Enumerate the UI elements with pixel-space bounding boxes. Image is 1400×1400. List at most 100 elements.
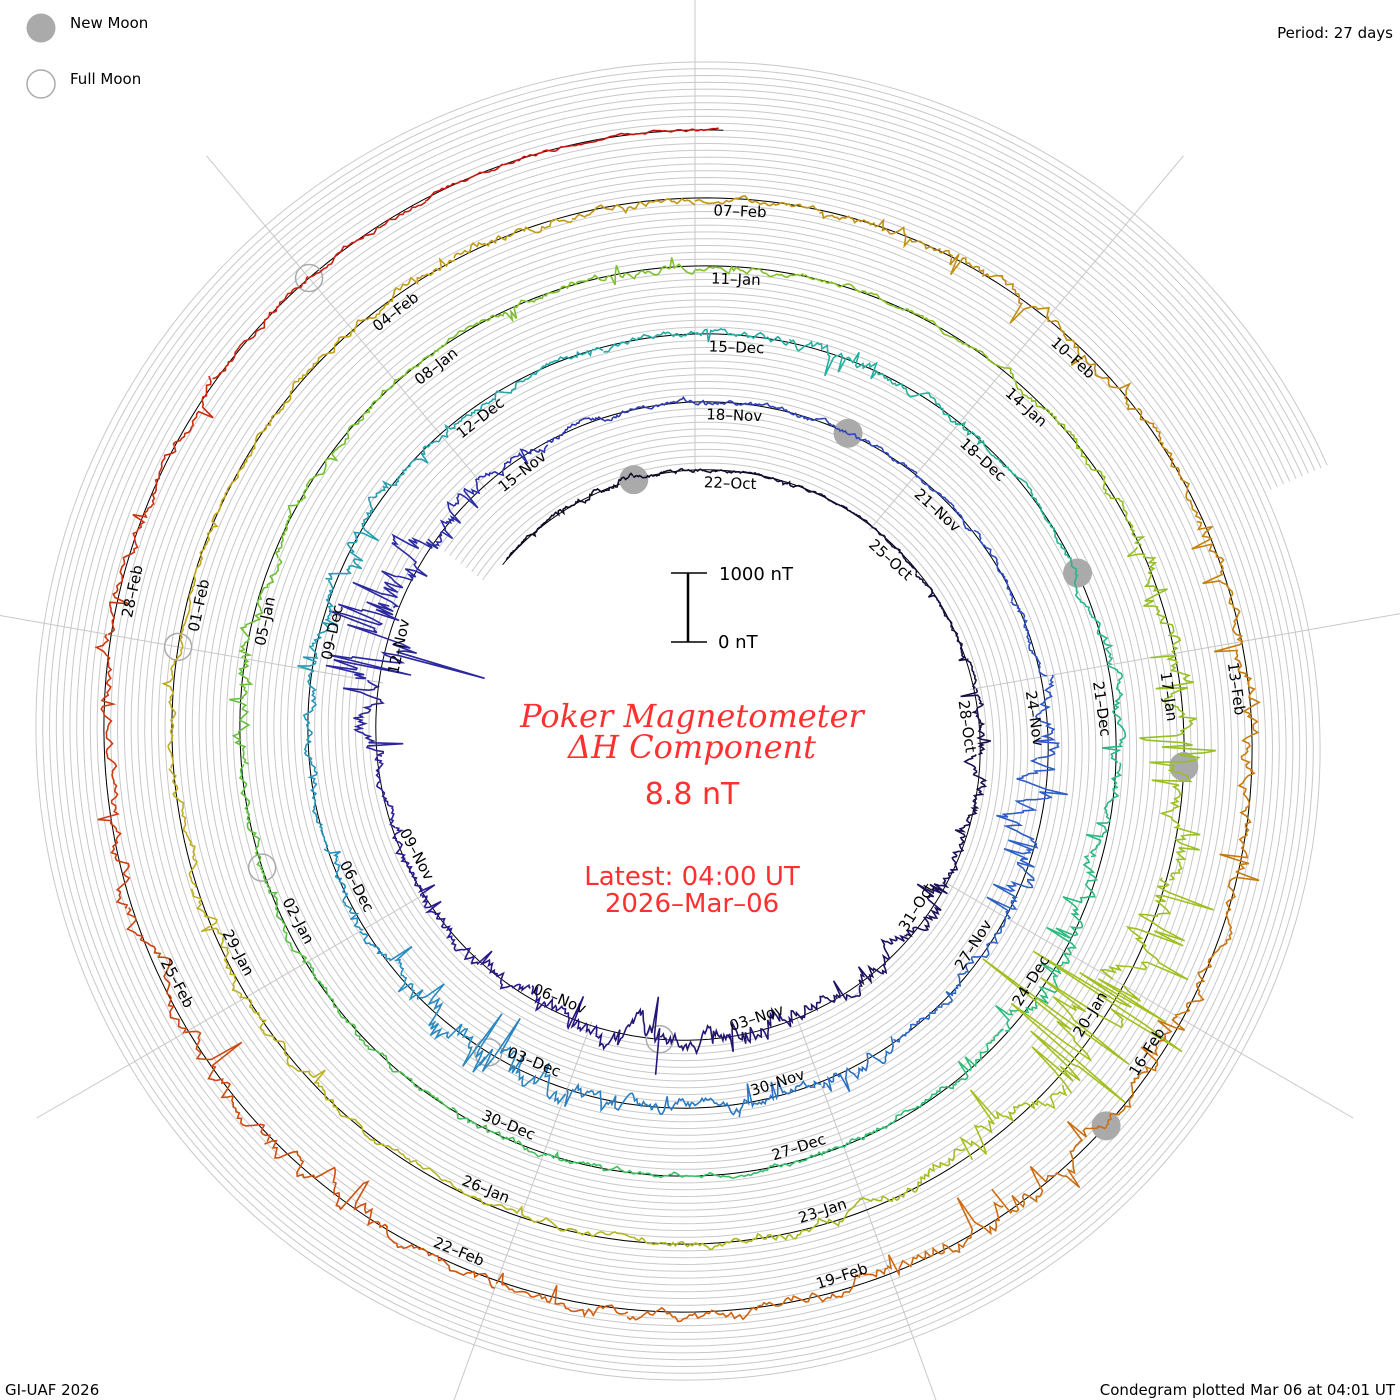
series-segment [819, 210, 941, 252]
series-segment [963, 754, 988, 820]
series-segment [190, 888, 246, 999]
series-segment [244, 997, 326, 1090]
grid-spiral [69, 95, 1297, 1347]
series-segment [297, 579, 339, 672]
series-segment [359, 930, 424, 1001]
series-segment [521, 1213, 637, 1241]
series-segment [478, 1017, 567, 1106]
series-segment [1085, 762, 1123, 858]
series-segment [938, 249, 1051, 324]
series-segment [168, 768, 198, 888]
series-segment [745, 1145, 844, 1177]
series-segment [1073, 573, 1114, 666]
date-label: 24–Nov [1022, 690, 1048, 748]
new-moon-marker [1063, 558, 1093, 588]
full-moon-marker [294, 263, 324, 293]
series-segment [1139, 654, 1217, 767]
series-segment [951, 627, 978, 690]
series-segment [643, 1171, 747, 1179]
new-moon-marker [1091, 1111, 1121, 1141]
series-segment [107, 503, 154, 636]
series-segment [821, 1036, 894, 1092]
new-moon-marker [1169, 751, 1199, 781]
series-segment [516, 346, 604, 384]
series-segment [877, 372, 959, 426]
date-label: 22–Oct [704, 473, 757, 493]
series-segment [185, 1030, 272, 1142]
series-segment [760, 1267, 889, 1307]
series-segment [1213, 640, 1261, 772]
date-label: 12–Dec [453, 394, 508, 442]
series-segment [694, 195, 821, 212]
grid-spiral [55, 81, 1309, 1361]
scale-bottom-label: 0 nT [718, 632, 759, 653]
series-segment [555, 128, 696, 152]
series-segment [958, 421, 1031, 490]
date-label: 28–Oct [954, 699, 979, 754]
date-label: 19–Feb [814, 1259, 870, 1293]
series-segment [421, 894, 472, 953]
series-segment [415, 1161, 523, 1215]
series-segment [753, 1198, 863, 1241]
series-segment [960, 688, 991, 756]
latest-time: Latest: 04:00 UT [584, 862, 800, 892]
full-moon-marker [247, 853, 277, 882]
series-segment [991, 1120, 1108, 1215]
series-segment [1099, 877, 1214, 981]
series-segment [1005, 367, 1082, 451]
series-segment [1046, 855, 1099, 956]
series-segment [904, 881, 950, 938]
series-segment [660, 1024, 731, 1056]
series-segment [1174, 898, 1233, 1016]
series-segment [892, 984, 959, 1043]
series-segment [229, 657, 254, 765]
series-segment [97, 771, 131, 909]
series-segment [306, 961, 369, 1047]
series-segment [757, 473, 818, 495]
full-moon-legend-icon [26, 69, 56, 99]
series-segment [1029, 488, 1078, 575]
series-segment [325, 496, 380, 580]
series-segment [342, 679, 404, 757]
date-label: 06–Nov [530, 980, 589, 1018]
series-segment [1191, 520, 1244, 643]
series-segment [371, 436, 443, 499]
legend-full-moon: Full Moon [70, 70, 141, 88]
series-segment [1101, 664, 1127, 764]
series-segment [1010, 601, 1048, 677]
series-segment [843, 1096, 932, 1148]
date-label: 03–Dec [505, 1043, 563, 1081]
scale-bar [671, 572, 707, 643]
chart-title: Poker Magnetometer [519, 697, 865, 735]
latest-date: 2026–Mar–06 [605, 889, 779, 919]
series-segment [694, 127, 719, 132]
series-segment [650, 1096, 740, 1116]
series-segment [238, 558, 283, 659]
series-segment [886, 1197, 1004, 1278]
series-segment [321, 1088, 417, 1163]
current-value: 8.8 nT [645, 777, 740, 812]
series-segment [238, 763, 263, 869]
series-segment [477, 444, 549, 481]
series-segment [915, 573, 953, 628]
series-segment [915, 474, 974, 532]
grid-spiral [76, 102, 1291, 1340]
grid-spirals [35, 61, 1328, 1381]
series-segment [525, 501, 577, 538]
series-segment [871, 526, 918, 574]
series-segment [618, 396, 696, 418]
series-segment [626, 1304, 762, 1323]
spoke-line [206, 155, 487, 490]
series-segment [376, 1220, 495, 1289]
spoke-line [869, 155, 1184, 531]
series-segment [986, 838, 1039, 920]
series-segment [1105, 1015, 1186, 1127]
series-segment [576, 472, 634, 504]
series-segment [451, 1107, 544, 1158]
series-segment [1047, 316, 1137, 411]
series-segment [352, 533, 439, 609]
series-segment [307, 759, 329, 849]
date-label: 17–Jan [1156, 671, 1181, 723]
